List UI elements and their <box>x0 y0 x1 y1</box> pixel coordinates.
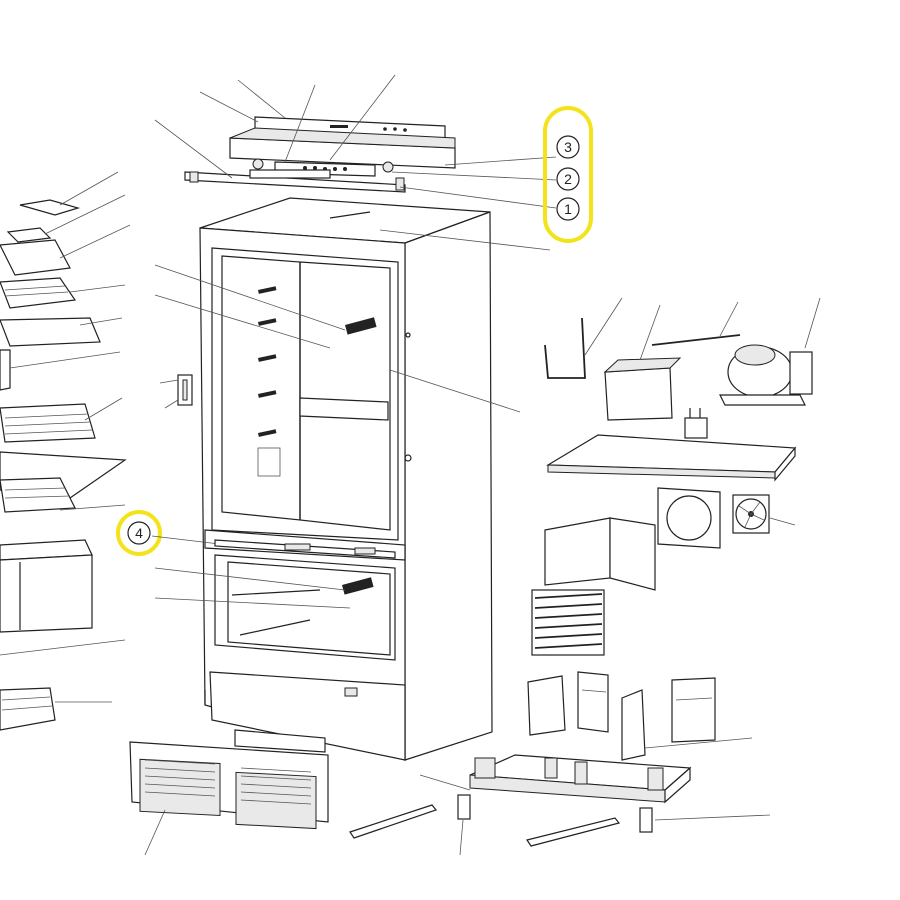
fan-shroud <box>657 487 721 549</box>
top-hinge-bracket <box>184 169 406 193</box>
base-rails <box>349 774 771 856</box>
drain-tube-bracket <box>544 297 623 379</box>
highlight-callout-4 <box>116 510 162 556</box>
insulation-panels <box>527 671 753 761</box>
svg-text:4: 4 <box>135 525 143 541</box>
compressor[interactable] <box>719 297 821 406</box>
refrigerator-cabinet <box>199 197 493 761</box>
control-box <box>684 408 708 439</box>
base-frame <box>469 754 692 804</box>
heater-wire <box>651 301 741 346</box>
left-shelves-and-bins <box>0 199 127 731</box>
callout-3[interactable]: 3 <box>556 135 580 159</box>
svg-text:2: 2 <box>564 171 572 187</box>
svg-text:1: 1 <box>564 201 572 217</box>
door-hinge-left <box>159 374 193 409</box>
cabinet-leader-lines <box>154 229 551 609</box>
evaporator-cover <box>544 517 656 591</box>
highlight-callouts-1-3 <box>543 106 593 243</box>
water-tank <box>603 304 682 421</box>
svg-text:3: 3 <box>564 139 572 155</box>
top-leader-lines <box>154 74 557 209</box>
left-leader-lines <box>0 171 131 703</box>
callout-4[interactable]: 4 <box>127 521 151 545</box>
callout-1[interactable]: 1 <box>556 197 580 221</box>
top-control-panel <box>229 116 456 177</box>
callout-2[interactable]: 2 <box>556 167 580 191</box>
machine-compartment-tray <box>545 434 797 482</box>
evaporator-coil[interactable] <box>531 589 605 656</box>
middle-hinge-rail <box>214 539 396 559</box>
bottom-grille <box>129 729 329 856</box>
condenser-fan[interactable] <box>732 494 796 534</box>
